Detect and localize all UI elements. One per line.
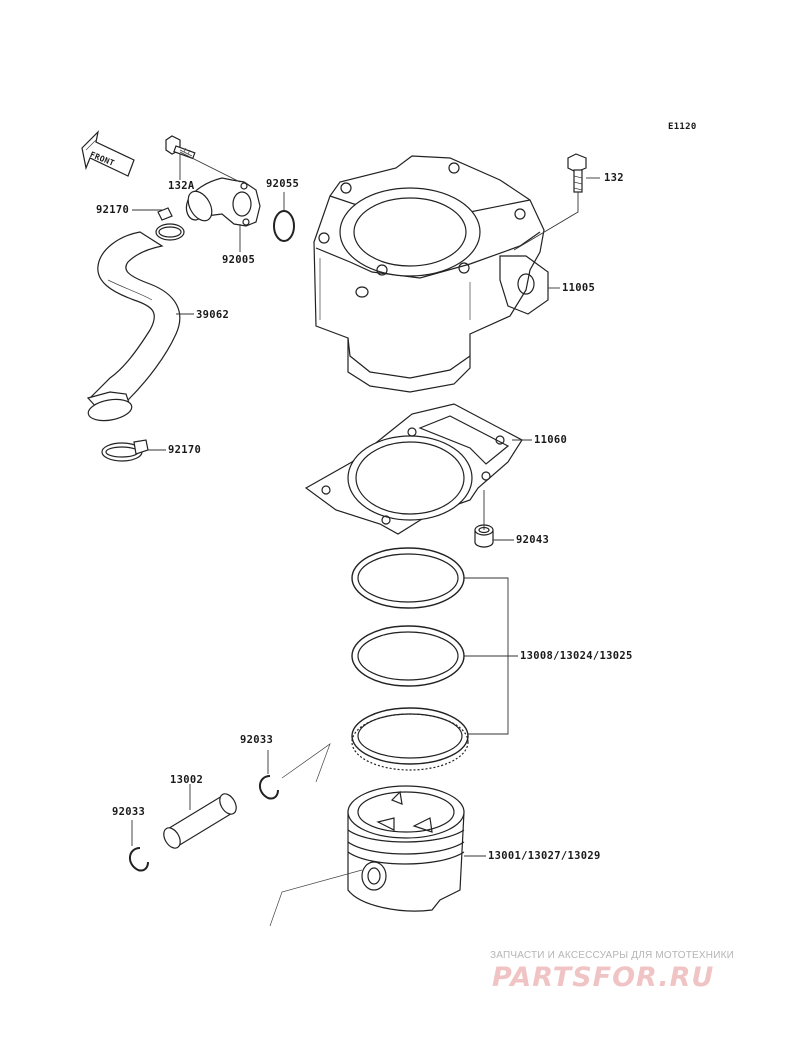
piston-13001 bbox=[347, 785, 465, 912]
circlip-left bbox=[129, 847, 149, 872]
part-label-11060[interactable]: 11060 bbox=[534, 434, 568, 446]
leader-lines bbox=[131, 151, 600, 857]
part-label-11005[interactable]: 11005 bbox=[562, 282, 596, 294]
part-label-13002[interactable]: 13002 bbox=[170, 774, 204, 786]
piston-pin-13002 bbox=[163, 793, 237, 849]
part-label-92170-bottom[interactable]: 92170 bbox=[168, 444, 202, 456]
piston-ring-top bbox=[351, 546, 465, 609]
watermark-tagline: ЗАПЧАСТИ И АКСЕССУАРЫ ДЛЯ МОТОТЕХНИКИ bbox=[490, 950, 735, 961]
cylinder-gasket-11060 bbox=[304, 403, 523, 535]
hose-clamp-top bbox=[155, 207, 185, 241]
part-label-132[interactable]: 132 bbox=[604, 172, 624, 184]
water-fitting-92005 bbox=[185, 177, 261, 227]
part-label-132a[interactable]: 132A bbox=[168, 180, 195, 192]
part-label-92033-right[interactable]: 92033 bbox=[240, 734, 274, 746]
part-label-rings[interactable]: 13008/13024/13025 bbox=[520, 650, 633, 662]
part-label-39062[interactable]: 39062 bbox=[196, 309, 230, 321]
part-label-92170-top[interactable]: 92170 bbox=[96, 204, 130, 216]
part-label-92005[interactable]: 92005 bbox=[222, 254, 256, 266]
coolant-hose-39062 bbox=[86, 231, 181, 422]
hose-clamp-bottom bbox=[101, 439, 149, 462]
watermark-brand: PARTSFOR.RU bbox=[492, 962, 715, 993]
cylinder-block-11005 bbox=[313, 155, 549, 393]
piston-ring-oil bbox=[351, 707, 469, 771]
diagram-code: E1120 bbox=[668, 122, 697, 132]
part-label-92055[interactable]: 92055 bbox=[266, 178, 300, 190]
o-ring-92055 bbox=[273, 210, 295, 242]
part-label-92043[interactable]: 92043 bbox=[516, 534, 550, 546]
piston-ring-middle bbox=[351, 625, 465, 687]
circlip-right bbox=[259, 775, 279, 800]
bolt-132 bbox=[567, 153, 587, 193]
bolt-132a bbox=[165, 135, 196, 160]
part-label-92033-left[interactable]: 92033 bbox=[112, 806, 146, 818]
front-arrow-icon bbox=[81, 130, 135, 177]
part-label-piston[interactable]: 13001/13027/13029 bbox=[488, 850, 601, 862]
